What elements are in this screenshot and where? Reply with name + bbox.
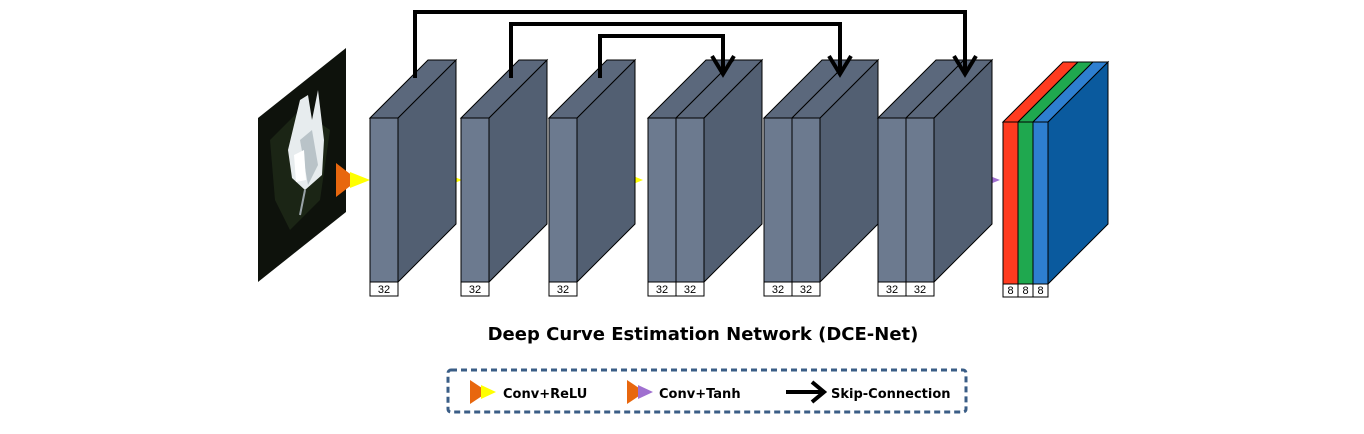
channel-count-label: 32 [469, 284, 481, 296]
output-channel-slab [1002, 121, 1019, 285]
output-channel-slab [1032, 121, 1049, 285]
output-channel-slab [1017, 121, 1034, 285]
channel-label-box [369, 281, 399, 297]
block-front-face [763, 117, 793, 283]
skip-connections [413, 10, 978, 78]
channel-count-label: 32 [772, 284, 784, 296]
feature-block-4: 32 32 [646, 58, 764, 297]
legend-border [446, 368, 968, 414]
skip-connection-middle [509, 22, 842, 78]
feature-blocks: 32 32 32 32 32 32 32 32 32 [368, 58, 994, 297]
block-front-face [369, 117, 399, 283]
skip-arrowhead-inner [710, 54, 736, 78]
legend-conv-tanh-icon [627, 380, 653, 404]
block-front-face [877, 117, 907, 283]
channel-count-label: 32 [656, 284, 668, 296]
channel-label-box [675, 281, 705, 297]
block-front-face [647, 117, 677, 283]
channel-count-label: 32 [800, 284, 812, 296]
output-label-box [1032, 283, 1049, 298]
skip-arrowhead-outer [952, 54, 978, 78]
skip-arrowhead-middle [827, 54, 853, 78]
output-channel-count-label: 8 [1007, 285, 1013, 297]
channel-count-label: 32 [557, 284, 569, 296]
block-front-face [548, 117, 578, 283]
legend-skip-arrow-icon [786, 380, 828, 404]
channel-count-label: 32 [914, 284, 926, 296]
diagram-title: Deep Curve Estimation Network (DCE-Net) [488, 324, 919, 345]
feature-block-3: 32 [547, 58, 637, 297]
channel-label-box [460, 281, 490, 297]
legend-conv-tanh-label: Conv+Tanh [659, 387, 741, 402]
legend: Conv+ReLU Conv+Tanh Skip-Connection [446, 368, 968, 414]
channel-count-label: 32 [684, 284, 696, 296]
channel-count-label: 32 [886, 284, 898, 296]
channel-count-label: 32 [378, 284, 390, 296]
output-channel-count-label: 8 [1037, 285, 1043, 297]
input-image [258, 48, 346, 282]
legend-conv-relu-icon [470, 380, 496, 404]
channel-label-box [548, 281, 578, 297]
block-front-face [460, 117, 490, 283]
channel-label-box [905, 281, 935, 297]
bird-figure [288, 90, 324, 216]
legend-conv-relu-label: Conv+ReLU [503, 387, 587, 402]
output-channel-count-label: 8 [1022, 285, 1028, 297]
skip-connection-outer [413, 10, 967, 78]
feature-block-5: 32 32 [762, 58, 880, 297]
block-front-face [791, 117, 821, 283]
feature-block-2: 32 [459, 58, 549, 297]
conv-relu-triangle-1 [336, 163, 370, 197]
block-front-face [905, 117, 935, 283]
legend-skip-connection-label: Skip-Connection [831, 387, 951, 402]
feature-block-1: 32 [368, 58, 458, 297]
block-front-face [675, 117, 705, 283]
feature-block-6: 32 32 [876, 58, 994, 297]
channel-label-box [791, 281, 821, 297]
skip-connection-inner [598, 34, 725, 78]
